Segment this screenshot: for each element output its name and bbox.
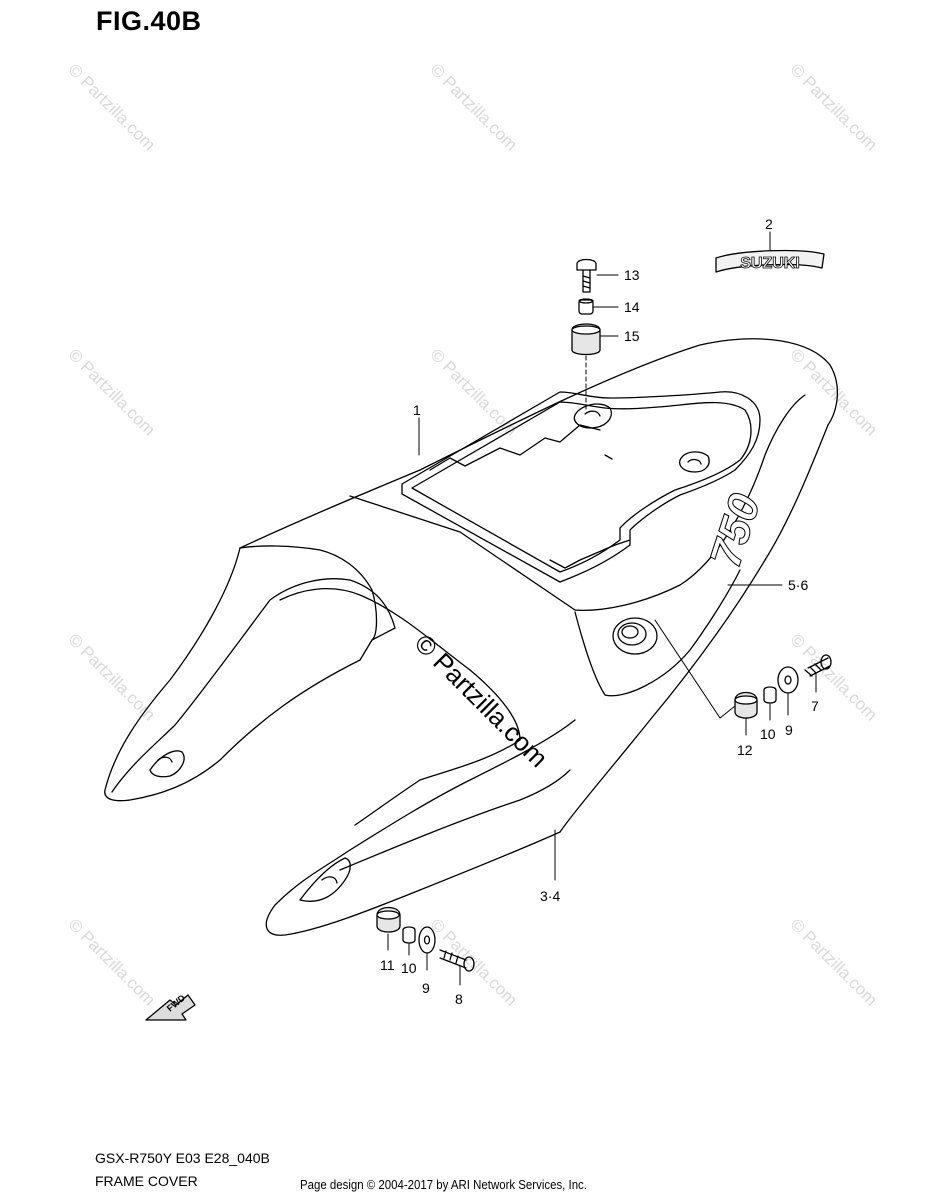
forward-arrow	[145, 994, 196, 1021]
right-fasteners	[734, 654, 832, 719]
emblem-brand-text: SUZUKI	[740, 255, 800, 272]
part-2-emblem	[715, 249, 825, 273]
part-label-10-bottom: 10	[401, 960, 417, 976]
part-label-1: 1	[413, 402, 421, 418]
frame-cover-assembly	[104, 338, 839, 936]
figure-title: FIG.40B	[96, 6, 202, 36]
part-label-14: 14	[624, 299, 640, 315]
part-label-9-bottom: 9	[422, 980, 430, 996]
part-label-15: 15	[624, 328, 640, 344]
diagram-code: GSX-R750Y E03 E28_040B	[95, 1150, 270, 1166]
copyright-notice: Page design © 2004-2017 by ARI Network S…	[300, 1177, 587, 1192]
model-badge-text: 750	[701, 488, 770, 573]
part-label-5-6: 5·6	[788, 577, 808, 593]
side-grommet	[612, 617, 658, 655]
leader-lines	[387, 231, 817, 986]
part-label-13: 13	[624, 267, 640, 283]
bottom-fasteners	[376, 906, 475, 972]
diagram-name: FRAME COVER	[95, 1173, 198, 1189]
part-label-11: 11	[380, 957, 395, 973]
part-label-7: 7	[811, 698, 819, 714]
part-label-12: 12	[737, 742, 753, 758]
part-13-screw	[576, 258, 597, 293]
part-label-2: 2	[765, 216, 773, 232]
part-15-cushion	[571, 323, 601, 356]
part-label-3-4: 3·4	[540, 888, 560, 904]
part-14-nut	[578, 298, 594, 315]
part-label-10-right: 10	[760, 726, 776, 742]
part-label-8: 8	[455, 991, 463, 1007]
seat-opening	[401, 391, 761, 583]
part-label-9-right: 9	[785, 722, 793, 738]
